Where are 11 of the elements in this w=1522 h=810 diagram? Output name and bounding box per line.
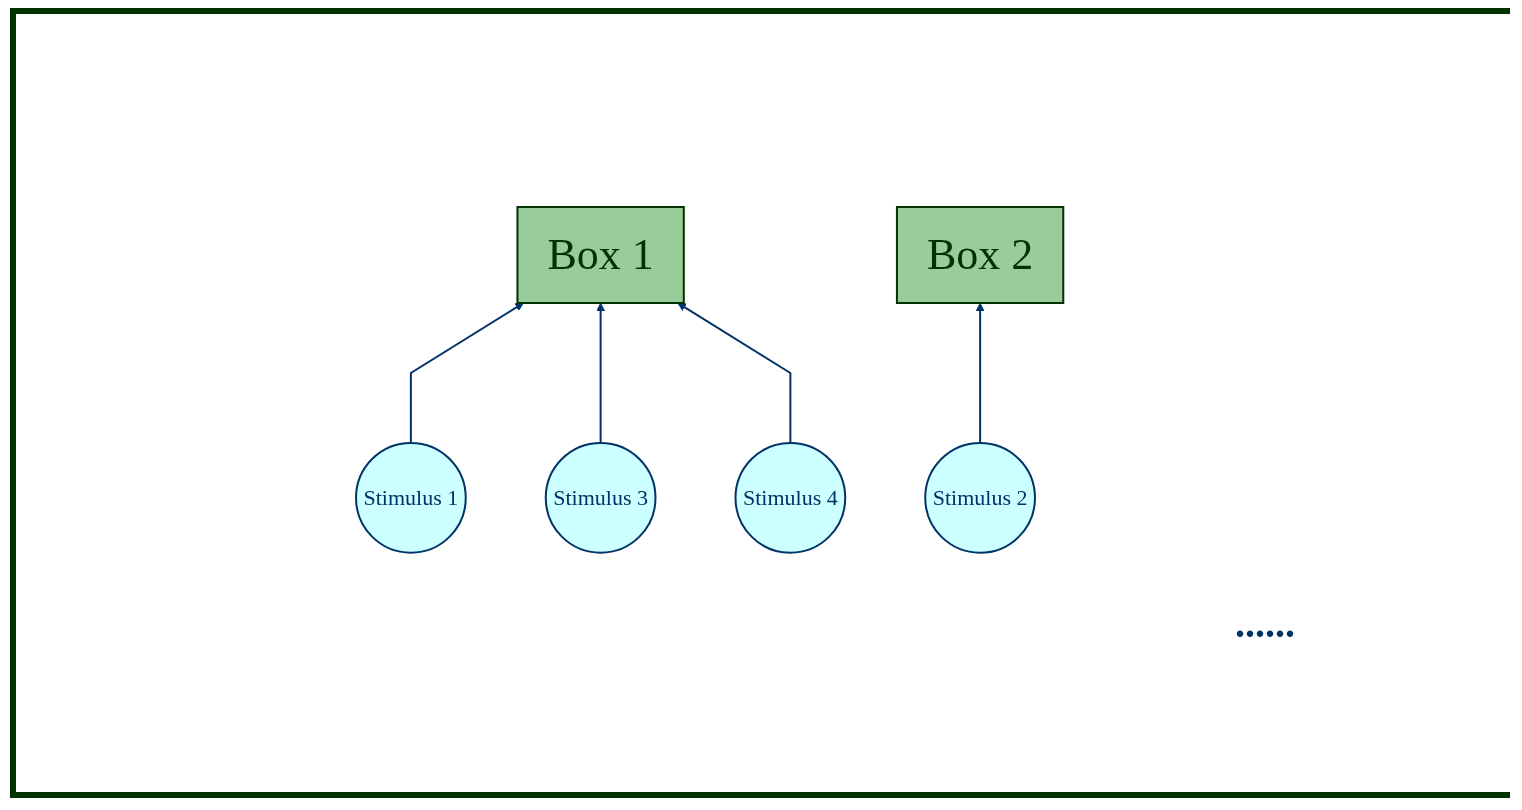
- ellipsis-text: ......: [1235, 601, 1295, 646]
- node-circle: Stimulus 1: [355, 442, 468, 554]
- node-box: Box 2: [896, 206, 1065, 305]
- node-circle: Stimulus 3: [545, 442, 657, 554]
- node-circle: Stimulus 4: [734, 442, 847, 554]
- arrow: [677, 302, 792, 445]
- arrow: [596, 302, 606, 445]
- node-circle: Stimulus 2: [924, 442, 1037, 554]
- node-box: Box 1: [516, 206, 686, 305]
- arrow: [976, 302, 985, 445]
- arrow: [410, 302, 525, 445]
